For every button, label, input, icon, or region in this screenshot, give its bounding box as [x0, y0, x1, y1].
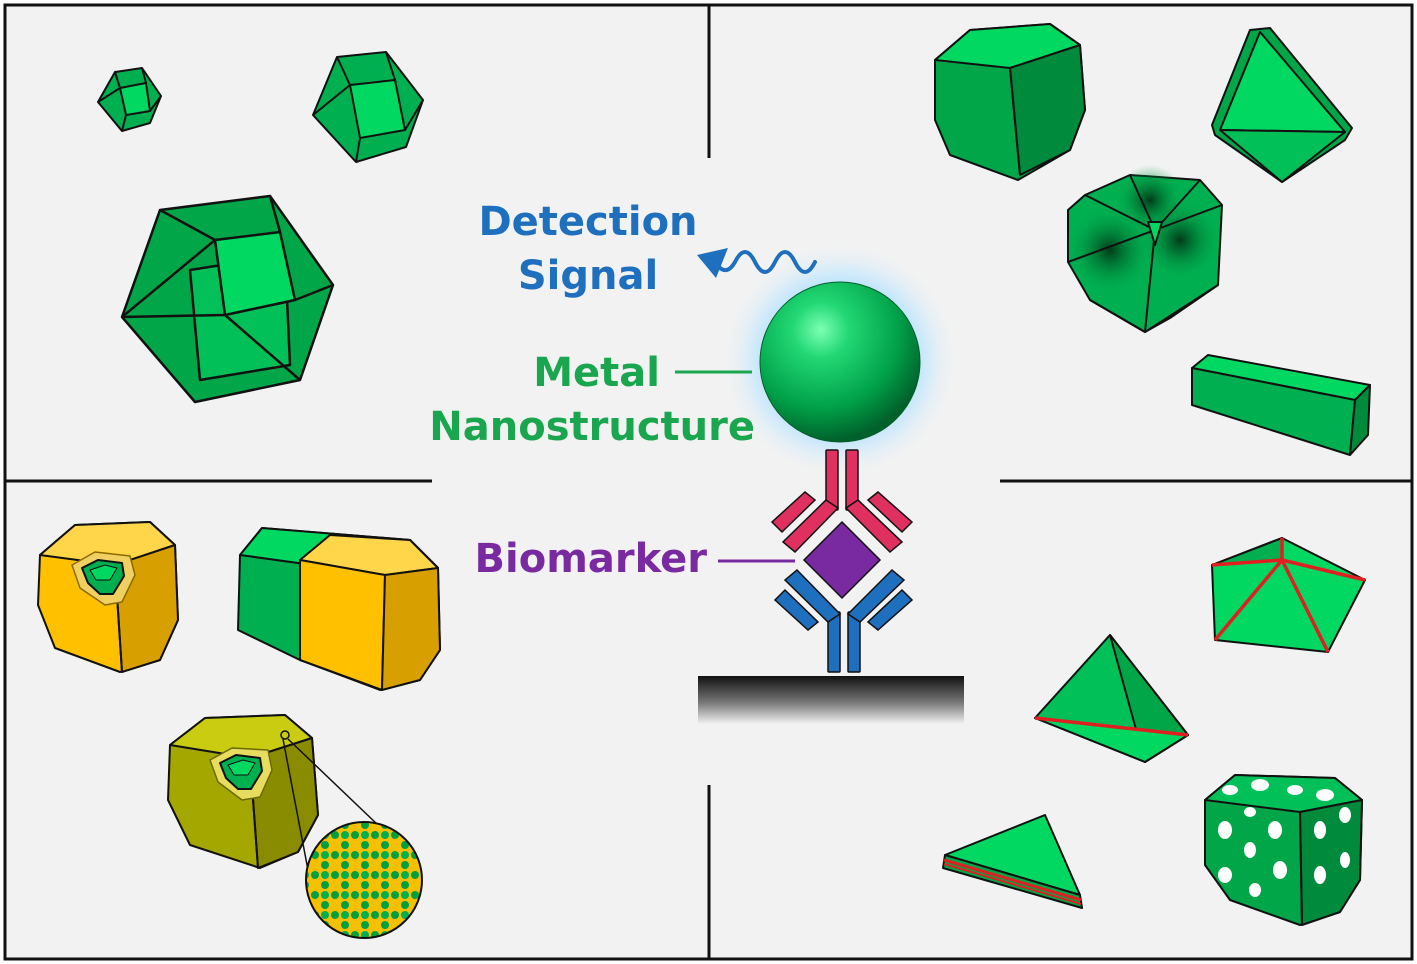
capture-antibody [773, 568, 914, 673]
core-shell-cube [37, 521, 179, 673]
detection-antibody [770, 449, 914, 554]
twinned-bipyramid [1034, 634, 1189, 763]
nanostructure-label: Nanostructure [429, 404, 755, 450]
signal-label: Signal [518, 253, 658, 299]
cuboctahedron-small [97, 67, 162, 132]
octahedron [1211, 27, 1353, 183]
segmented-nanorod [237, 527, 441, 691]
quadrant-dividers [5, 5, 1412, 959]
metal-label: Metal [533, 350, 660, 396]
cuboctahedron-medium [312, 51, 424, 163]
nanorod [1191, 354, 1371, 456]
metal-nanostructure-sphere [759, 281, 921, 443]
cuboctahedron-large [120, 194, 335, 404]
sensor-surface [698, 676, 964, 724]
concave-cube [1065, 165, 1223, 333]
biomarker-diamond [802, 520, 882, 600]
biomarker-label: Biomarker [475, 536, 708, 582]
detection-label: Detection [478, 199, 697, 245]
triangular-plate [942, 814, 1083, 909]
alloy-zoom-circle [305, 821, 423, 939]
porous-cube [1204, 774, 1363, 926]
twinned-decahedron [1211, 537, 1366, 653]
alloy-cube [167, 714, 379, 871]
truncated-cube [934, 23, 1086, 181]
detection-signal-wave [697, 248, 817, 278]
